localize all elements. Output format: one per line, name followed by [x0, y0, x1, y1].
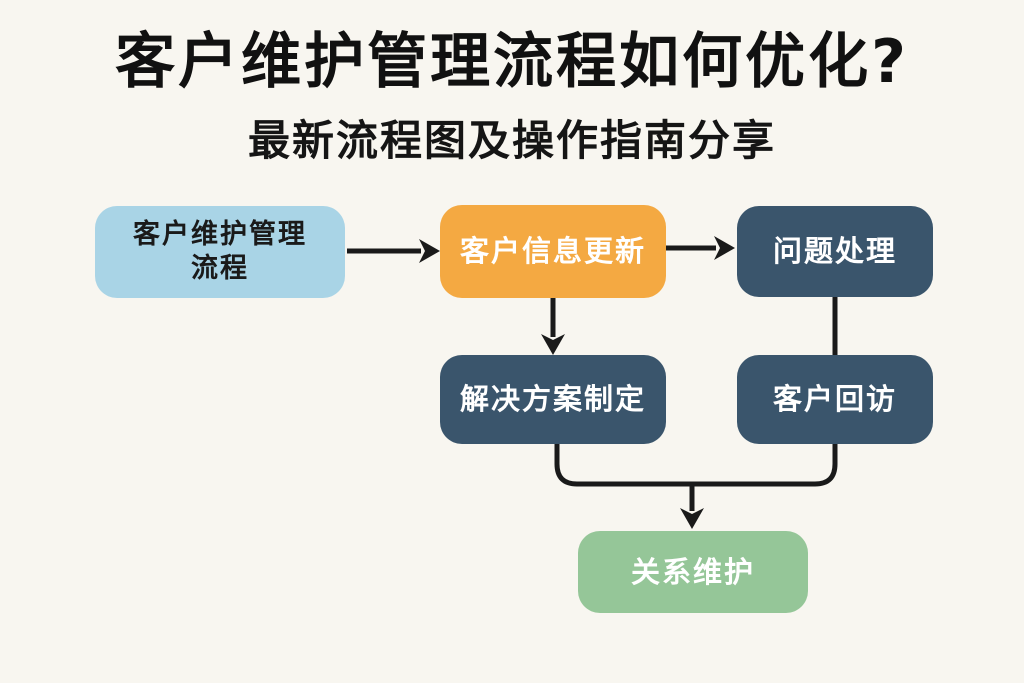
flow-node-solution-formulation: 解决方案制定: [440, 355, 666, 444]
arrowhead-merge-to-relation: [680, 508, 704, 529]
arrowhead-update-to-problem: [714, 236, 735, 260]
flow-node-problem-handling: 问题处理: [737, 206, 933, 297]
edge-merge-bar: [554, 444, 838, 487]
arrowhead-start-to-update: [419, 239, 440, 263]
flow-node-relationship-maintenance: 关系维护: [578, 531, 808, 613]
flow-node-process-start: 客户维护管理 流程: [95, 206, 345, 298]
page-subtitle: 最新流程图及操作指南分享: [247, 116, 776, 165]
flow-node-customer-revisit: 客户回访: [737, 355, 933, 444]
arrowhead-update-to-solution: [541, 334, 565, 355]
page-title: 客户维护管理流程如何优化?: [115, 27, 909, 97]
flow-node-customer-info-update: 客户信息更新: [440, 205, 666, 298]
